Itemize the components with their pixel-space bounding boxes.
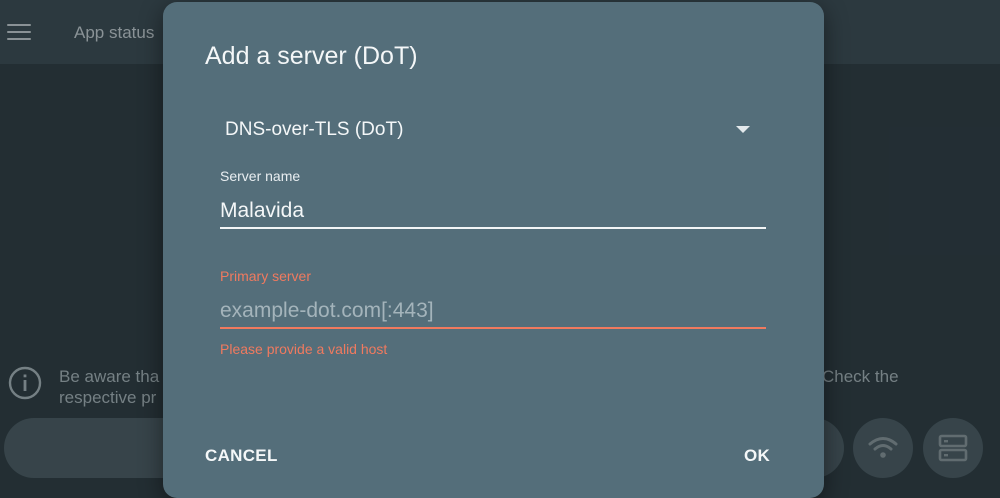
server-name-input[interactable] [220,195,766,227]
notice-text-right: Check the [822,367,899,386]
wifi-button[interactable] [853,418,913,478]
ok-button[interactable]: OK [744,438,770,474]
primary-server-underline [220,327,766,329]
app-title: App status [74,23,155,42]
protocol-select[interactable]: DNS-over-TLS (DoT) [205,106,765,154]
info-icon [8,366,42,400]
cancel-button[interactable]: CANCEL [205,438,278,474]
primary-server-error: Please provide a valid host [220,341,388,357]
menu-icon[interactable] [7,24,31,42]
primary-server-input[interactable] [220,295,766,327]
primary-server-label: Primary server [220,268,312,284]
dropdown-arrow-icon [736,126,750,133]
server-icon [938,434,968,462]
add-server-dialog: Add a server (DoT) DNS-over-TLS (DoT) Se… [163,2,824,498]
servers-button[interactable] [923,418,983,478]
notice-text: Be aware tha respective pr [59,367,160,407]
wifi-icon [868,437,898,458]
server-name-underline [220,227,766,229]
dialog-title: Add a server (DoT) [205,42,418,70]
protocol-select-value: DNS-over-TLS (DoT) [225,119,404,140]
server-name-label: Server name [220,168,301,184]
